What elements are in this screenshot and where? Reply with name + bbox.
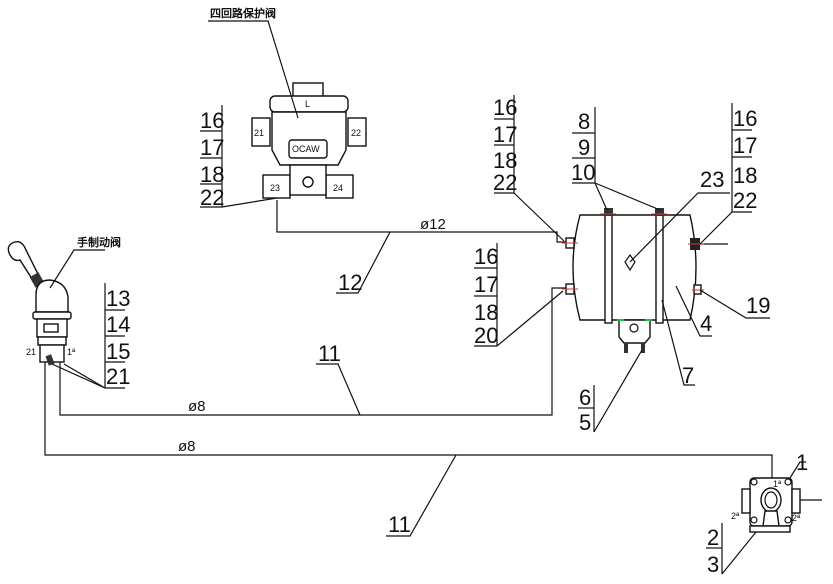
callout-16: 16 bbox=[493, 95, 517, 120]
pipe-diameter-8-upper: ø8 bbox=[188, 398, 206, 415]
band-bolt-right bbox=[655, 208, 664, 216]
callout-13: 13 bbox=[106, 286, 130, 311]
tank-label-diamond bbox=[624, 253, 636, 272]
pipe-diameter-12: ø12 bbox=[420, 216, 446, 233]
callout-4: 4 bbox=[700, 311, 712, 336]
callout-18: 18 bbox=[200, 162, 224, 187]
callout-7: 7 bbox=[682, 363, 694, 388]
relay-port-2-left: 2ª bbox=[731, 511, 740, 521]
callout-2: 2 bbox=[707, 525, 719, 550]
pipe-11-lower-leader bbox=[386, 454, 457, 537]
hbv-port-21: 21 bbox=[26, 347, 36, 357]
callout-17: 17 bbox=[493, 122, 517, 147]
callout-9: 9 bbox=[578, 135, 590, 160]
callout-22: 22 bbox=[733, 188, 757, 213]
tank-band-callout-stack: 8 9 10 bbox=[571, 107, 661, 211]
fcv-port-22: 22 bbox=[351, 128, 361, 138]
relay-valve: 1ª 2ª 2ª bbox=[731, 477, 801, 533]
hand-brake-valve-label: 手制动阀 bbox=[77, 235, 121, 249]
fcv-port-21: 21 bbox=[254, 128, 264, 138]
callout-16: 16 bbox=[200, 108, 224, 133]
relay-callout-stack: 2 3 bbox=[706, 523, 757, 577]
callout-16: 16 bbox=[733, 106, 757, 131]
pipe-callout-11-upper: 11 bbox=[318, 341, 341, 366]
callout-16: 16 bbox=[474, 244, 498, 269]
bracket-callout-stack: 6 5 bbox=[578, 349, 643, 435]
callout-23: 23 bbox=[700, 167, 724, 192]
tank-right-callout-stack: 16 17 18 22 bbox=[699, 103, 757, 245]
callout-18: 18 bbox=[474, 300, 498, 325]
fcv-callout-stack: 16 17 18 22 bbox=[200, 105, 278, 210]
callout-1-leader bbox=[789, 461, 806, 479]
callout-22: 22 bbox=[493, 170, 517, 195]
callout-20: 20 bbox=[474, 323, 498, 348]
callout-14: 14 bbox=[106, 312, 130, 337]
callout-8: 8 bbox=[578, 109, 590, 134]
callout-18: 18 bbox=[733, 163, 757, 188]
pipe-11-lower bbox=[44, 362, 773, 480]
callout-10: 10 bbox=[571, 160, 595, 185]
hbv-callout-stack: 13 14 15 21 bbox=[51, 283, 130, 389]
pipe-11-upper-leader bbox=[316, 363, 361, 416]
callout-22: 22 bbox=[200, 185, 224, 210]
callout-15: 15 bbox=[106, 339, 130, 364]
pipe-callout-11-lower: 11 bbox=[388, 512, 411, 537]
callout-3: 3 bbox=[707, 552, 719, 577]
hbv-label-leader bbox=[49, 249, 105, 289]
callout-17: 17 bbox=[733, 133, 757, 158]
fcv-port-23: 23 bbox=[270, 183, 280, 193]
pipe-diameter-8-lower: ø8 bbox=[178, 438, 196, 455]
callout-6: 6 bbox=[579, 385, 591, 410]
callout-21: 21 bbox=[106, 364, 130, 389]
fcv-cap-mark: L bbox=[305, 99, 310, 109]
pipe-callout-12: 12 bbox=[338, 270, 362, 295]
pipe-11-upper bbox=[59, 287, 566, 416]
callout-5: 5 bbox=[579, 410, 591, 435]
hand-brake-lever bbox=[7, 240, 41, 283]
pipe-12-leader bbox=[336, 231, 391, 294]
fcv-port-24: 24 bbox=[333, 183, 343, 193]
hand-brake-valve: 21 1ª bbox=[7, 240, 76, 366]
fcv-label-leader bbox=[208, 20, 299, 119]
four-circuit-valve-label: 四回路保护阀 bbox=[210, 6, 276, 20]
hbv-port-1: 1ª bbox=[67, 347, 76, 357]
callout-18: 18 bbox=[493, 148, 517, 173]
air-tank bbox=[562, 208, 704, 353]
pipe-12 bbox=[276, 200, 566, 243]
callout-7-leader bbox=[661, 299, 695, 386]
four-circuit-protection-valve: OCAW L 21 22 23 24 bbox=[251, 82, 367, 199]
callout-17: 17 bbox=[474, 272, 498, 297]
fcv-brand: OCAW bbox=[292, 144, 320, 154]
relay-port-1: 1ª bbox=[773, 479, 782, 489]
tank-left-top-callout-stack: 16 17 18 22 bbox=[493, 95, 565, 242]
callout-17: 17 bbox=[200, 135, 224, 160]
relay-port-2-right: 2ª bbox=[792, 513, 801, 523]
callout-23-leader bbox=[629, 192, 730, 263]
band-bolt-left bbox=[604, 208, 613, 216]
tank-left-bottom-callout-stack: 16 17 18 20 bbox=[474, 243, 564, 348]
callout-4-leader bbox=[675, 285, 712, 337]
callout-19: 19 bbox=[746, 293, 770, 318]
callout-19-leader bbox=[699, 289, 770, 319]
